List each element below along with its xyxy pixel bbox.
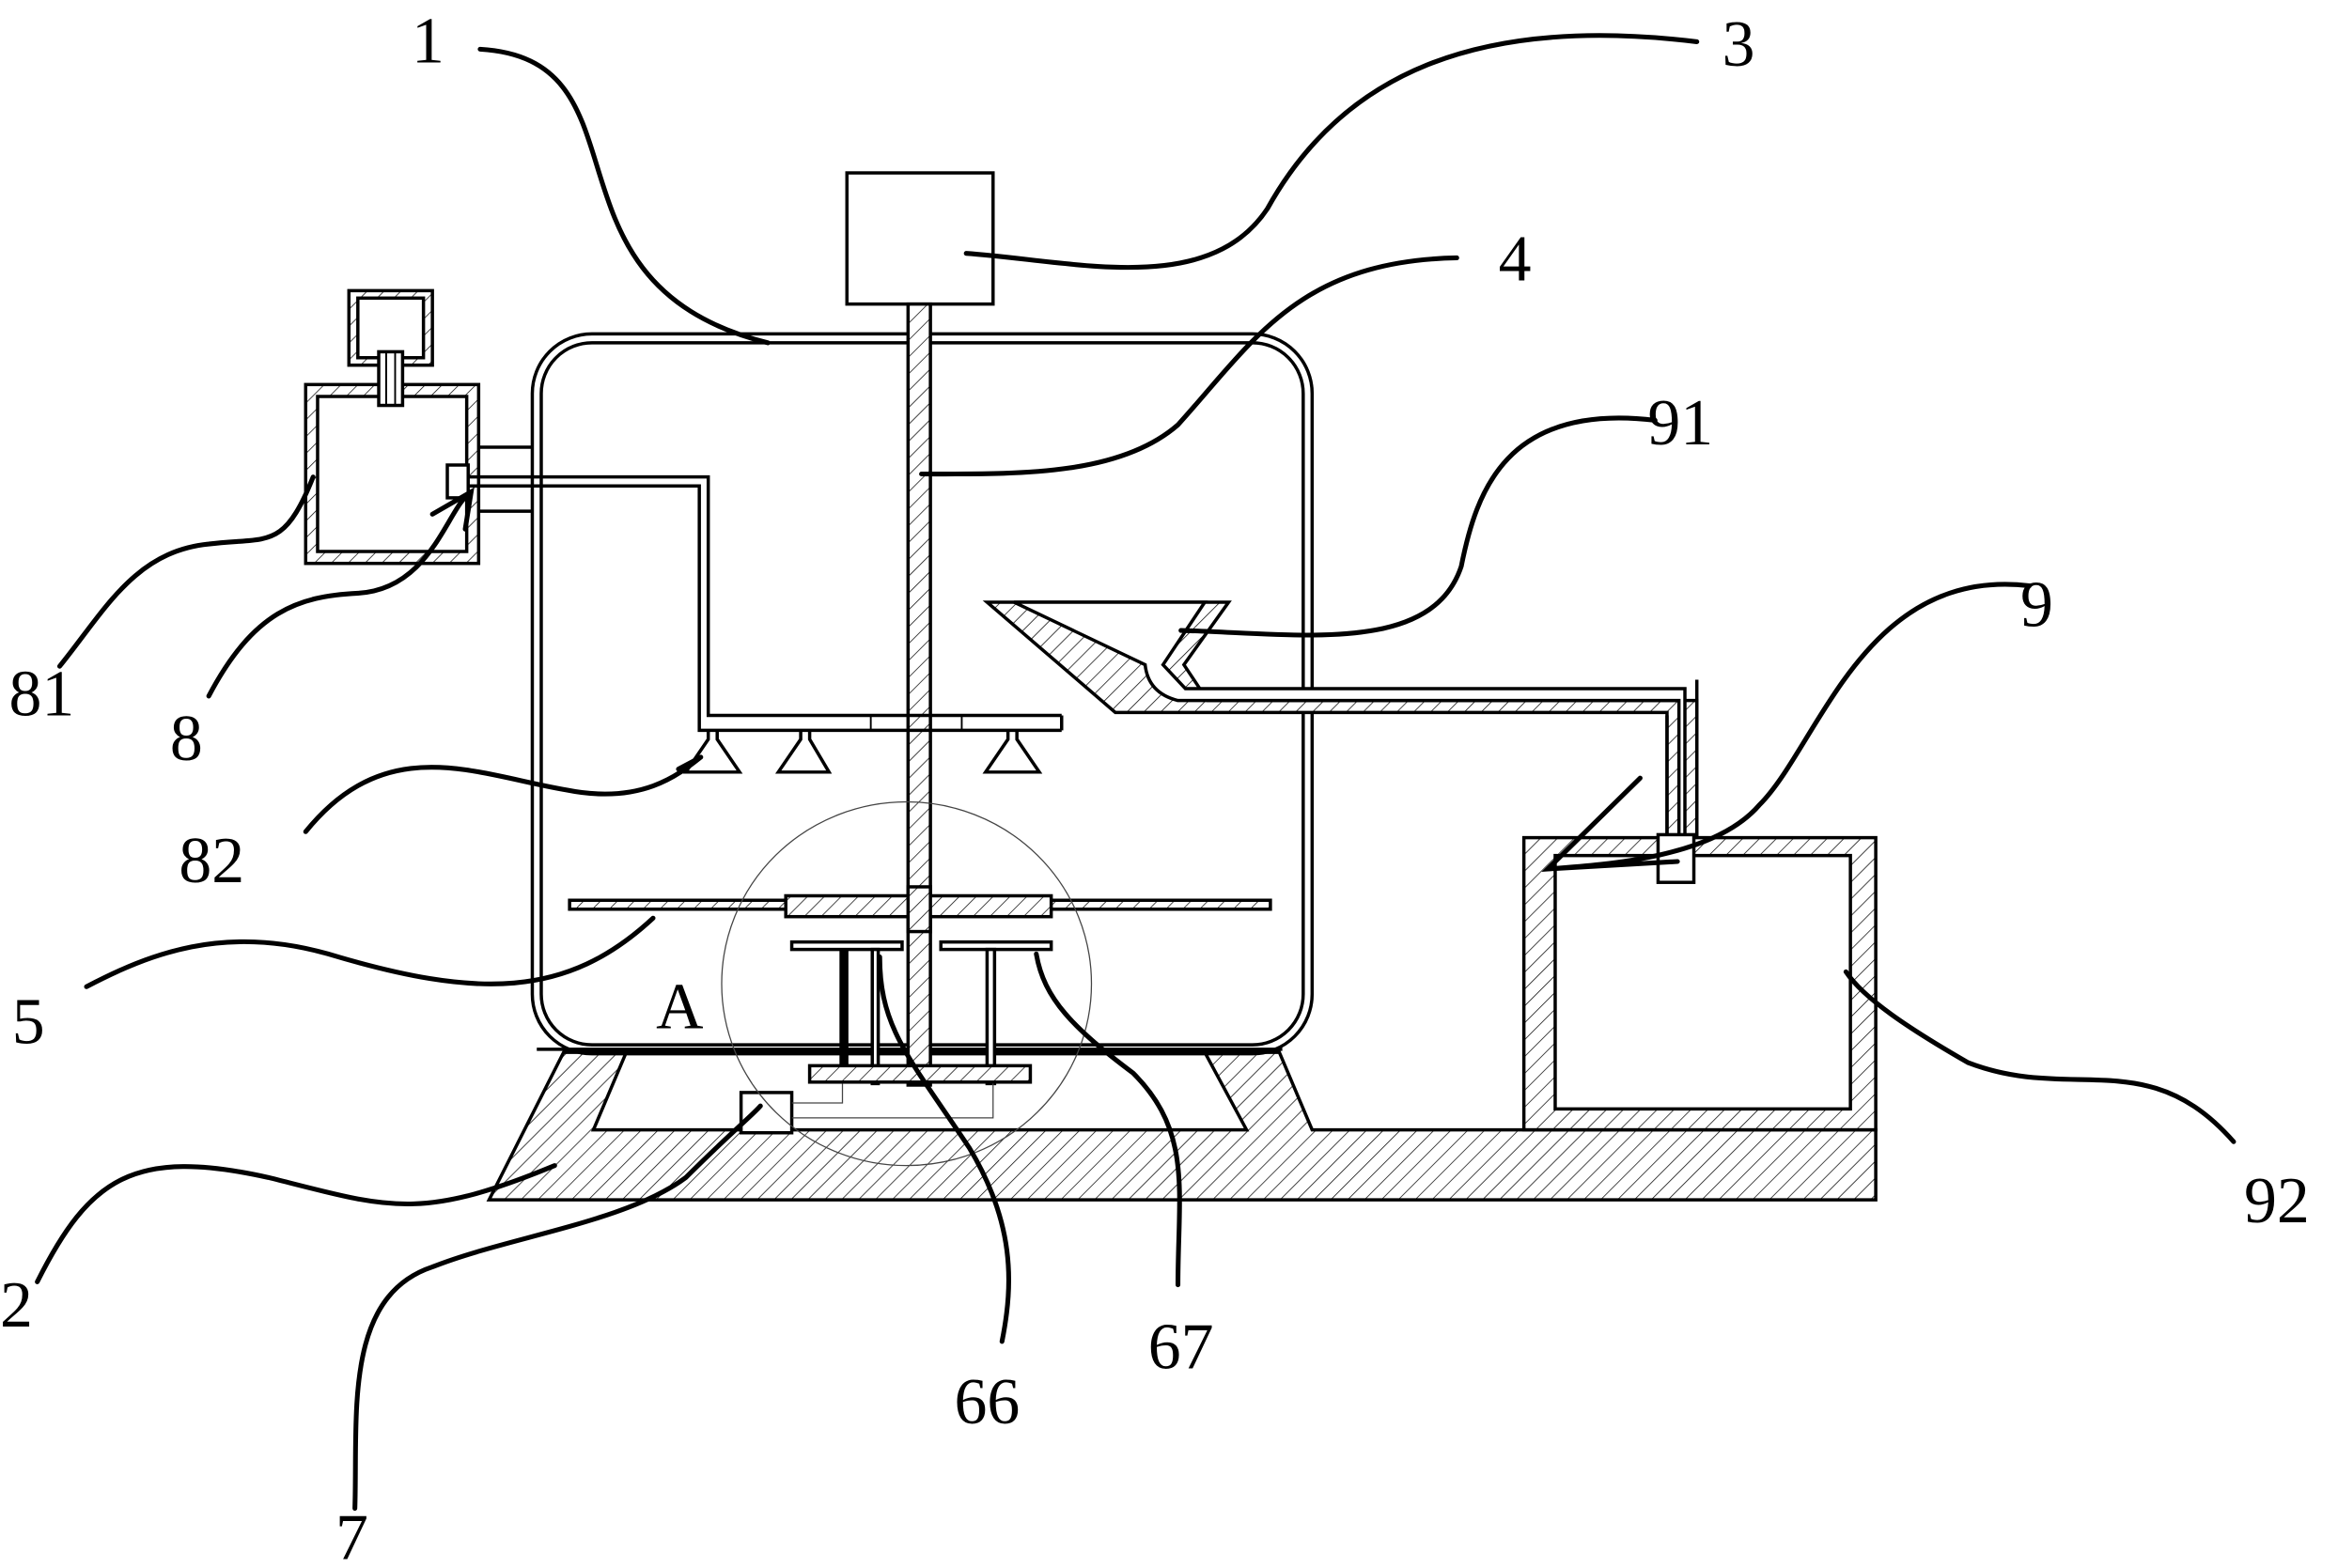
connector-bracket <box>478 445 533 513</box>
label-1: 1 <box>412 6 444 78</box>
label-7: 7 <box>335 1501 368 1568</box>
label-66: 66 <box>955 1366 1021 1438</box>
label-82: 82 <box>179 825 244 897</box>
liquid-reservoir <box>304 288 481 566</box>
label-4: 4 <box>1499 223 1532 295</box>
label-5: 5 <box>12 986 45 1059</box>
label-9: 9 <box>2020 568 2053 641</box>
spray-pipe <box>468 474 1064 733</box>
detail-marker-a: A <box>656 971 703 1044</box>
label-3: 3 <box>1722 8 1755 81</box>
motor <box>845 171 995 306</box>
label-8: 8 <box>170 703 203 775</box>
label-91: 91 <box>1647 387 1713 459</box>
label-2: 2 <box>0 1269 33 1342</box>
label-92: 92 <box>2244 1165 2310 1237</box>
collection-tank <box>1521 832 1878 1132</box>
spray-nozzles <box>682 730 1043 774</box>
label-81: 81 <box>9 659 75 731</box>
stirring-plate <box>568 885 1272 934</box>
detail-circle-a <box>721 800 1093 1167</box>
leader-lines <box>35 33 2237 1512</box>
label-67: 67 <box>1148 1311 1214 1383</box>
controller-box <box>739 1091 794 1135</box>
control-wires <box>791 1083 994 1119</box>
drive-shaft <box>906 302 932 1087</box>
